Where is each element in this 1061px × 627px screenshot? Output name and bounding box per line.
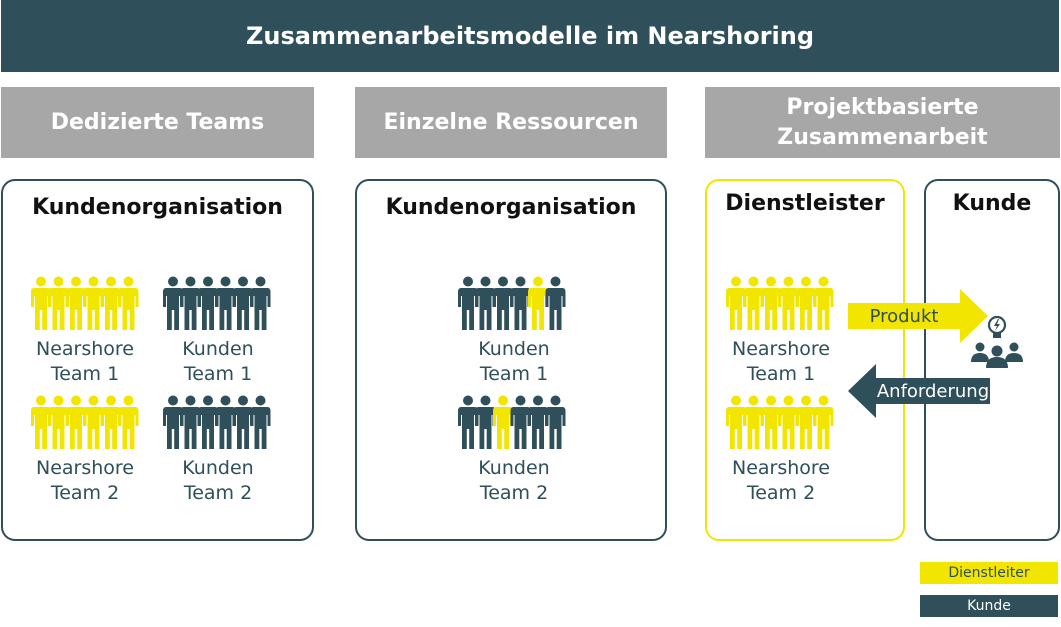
person-icon xyxy=(796,276,816,330)
person-icon xyxy=(761,395,781,449)
legend-provider: Dienstleiter xyxy=(920,562,1058,584)
person-icon xyxy=(48,276,69,330)
person-icon xyxy=(163,395,183,449)
person-icon xyxy=(101,395,121,449)
people-group-nearshore-team-1 xyxy=(31,276,143,336)
people-group-provider-team-2 xyxy=(726,395,838,455)
people-group-client-team-1-mixed xyxy=(458,276,570,336)
person-icon xyxy=(545,276,566,330)
person-icon xyxy=(31,395,51,449)
column-header-individual-resources: Einzelne Ressourcen xyxy=(355,87,667,158)
person-icon xyxy=(31,276,51,330)
person-icon xyxy=(778,395,799,449)
person-icon xyxy=(118,395,139,449)
diagram-title: Zusammenarbeitsmodelle im Nearshoring xyxy=(1,0,1059,72)
person-icon xyxy=(198,395,218,449)
person-icon xyxy=(180,276,201,330)
column-header-dedicated-teams: Dedizierte Teams xyxy=(1,87,314,158)
person-icon xyxy=(743,395,764,449)
person-icon xyxy=(796,395,816,449)
people-group-nearshore-team-2 xyxy=(31,395,143,455)
person-icon xyxy=(83,395,104,449)
person-icon xyxy=(475,276,496,330)
people-group-client-team-2 xyxy=(163,395,275,455)
column-header-line2: Zusammenarbeit xyxy=(777,124,988,150)
person-icon xyxy=(233,276,253,330)
arrow-right-shape xyxy=(848,289,988,343)
person-icon xyxy=(813,276,834,330)
panel-title: Dienstleister xyxy=(725,191,885,216)
person-icon xyxy=(66,395,86,449)
person-icon xyxy=(743,276,764,330)
person-icon xyxy=(198,276,218,330)
panel-title: Kunde xyxy=(952,191,1032,216)
people-group-client-team-1 xyxy=(163,276,275,336)
person-icon xyxy=(778,276,799,330)
person-icon xyxy=(233,395,253,449)
person-icon xyxy=(66,276,86,330)
panel-title: Kundenorganisation xyxy=(32,195,283,220)
legend-client: Kunde xyxy=(920,595,1058,617)
column-header-line1: Projektbasierte xyxy=(786,94,979,120)
person-icon xyxy=(528,276,548,330)
person-icon xyxy=(493,276,513,330)
person-icon xyxy=(48,395,69,449)
person-icon xyxy=(475,395,496,449)
person-icon xyxy=(458,395,478,449)
people-group-provider-team-1 xyxy=(726,276,838,336)
person-icon xyxy=(510,276,531,330)
person-icon xyxy=(510,395,531,449)
person-icon xyxy=(215,276,236,330)
person-icon xyxy=(215,395,236,449)
arrow-right-label: Produkt xyxy=(869,305,939,327)
person-icon xyxy=(250,276,271,330)
person-icon xyxy=(726,276,746,330)
person-icon xyxy=(458,276,478,330)
column-header-project-based: Projektbasierte Zusammenarbeit xyxy=(705,87,1060,158)
arrow-left-shape xyxy=(848,364,990,418)
panel-title: Kundenorganisation xyxy=(385,195,637,220)
person-icon xyxy=(163,276,183,330)
people-group-client-team-2-mixed xyxy=(458,395,570,455)
person-icon xyxy=(545,395,566,449)
person-icon xyxy=(101,276,121,330)
person-icon xyxy=(528,395,548,449)
person-icon xyxy=(180,395,201,449)
lightbulb-team-icon xyxy=(971,315,1023,368)
person-icon xyxy=(726,395,746,449)
arrow-left-label: Anforderung xyxy=(876,380,990,402)
panel-dedicated-teams: Kundenorganisation xyxy=(1,179,314,541)
person-icon xyxy=(493,395,513,449)
panel-service-provider: Dienstleister xyxy=(705,179,905,541)
panel-individual-resources: Kundenorganisation xyxy=(355,179,667,541)
person-icon xyxy=(761,276,781,330)
arrow-left-requirement xyxy=(848,364,990,418)
person-icon xyxy=(250,395,271,449)
arrow-right-product xyxy=(848,289,988,343)
person-icon xyxy=(118,276,139,330)
person-icon xyxy=(83,276,104,330)
person-icon xyxy=(813,395,834,449)
